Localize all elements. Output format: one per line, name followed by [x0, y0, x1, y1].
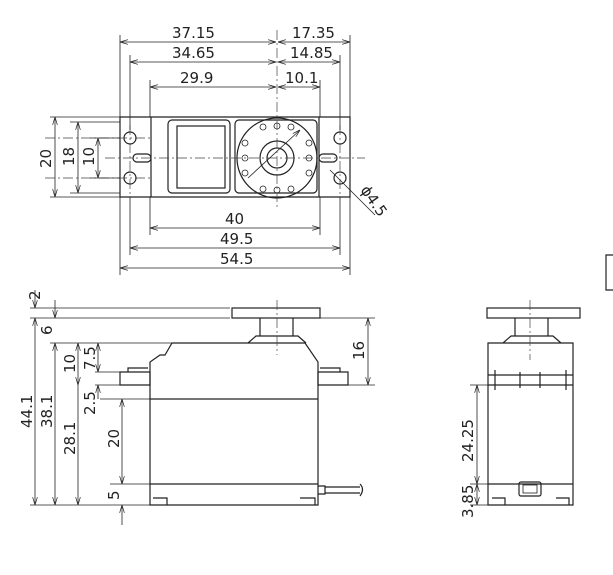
horn-holes [241, 122, 313, 194]
dim-37-15: 37.15 [172, 24, 215, 42]
dim-2: 2 [26, 290, 44, 300]
side-view: 2 6 44.1 38.1 28.1 10 7.5 2.5 20 5 16 [18, 290, 375, 525]
dim-14-85: 14.85 [290, 44, 333, 62]
dim-54-5: 54.5 [220, 250, 253, 268]
dim-10: 10 [80, 147, 98, 166]
dim-7-5: 7.5 [81, 346, 99, 370]
dim-5: 5 [105, 490, 123, 500]
dim-18: 18 [60, 147, 78, 166]
top-view: 37.15 17.35 34.65 14.85 29.9 10.1 40 49.… [37, 24, 391, 275]
dim-3-85: 3.85 [459, 485, 477, 518]
dim-38-1: 38.1 [38, 395, 56, 428]
dim-28-1: 28.1 [61, 422, 79, 455]
dim-17-35: 17.35 [292, 24, 335, 42]
dim-16: 16 [350, 341, 368, 360]
dim-24-25: 24.25 [459, 419, 477, 462]
dim-20: 20 [37, 149, 55, 168]
dim-40: 40 [225, 210, 244, 228]
dim-hole-diameter: ϕ4.5 [357, 182, 391, 220]
dim-10-1: 10.1 [285, 69, 318, 87]
dim-29-9: 29.9 [180, 69, 213, 87]
dim-10-side: 10 [61, 354, 79, 373]
dim-44-1: 44.1 [18, 395, 36, 428]
dim-20-side: 20 [105, 429, 123, 448]
dim-34-65: 34.65 [172, 44, 215, 62]
dim-49-5: 49.5 [220, 230, 253, 248]
dim-2-5: 2.5 [81, 391, 99, 415]
dim-6: 6 [38, 325, 56, 335]
front-view: 24.25 3.85 [459, 254, 613, 518]
